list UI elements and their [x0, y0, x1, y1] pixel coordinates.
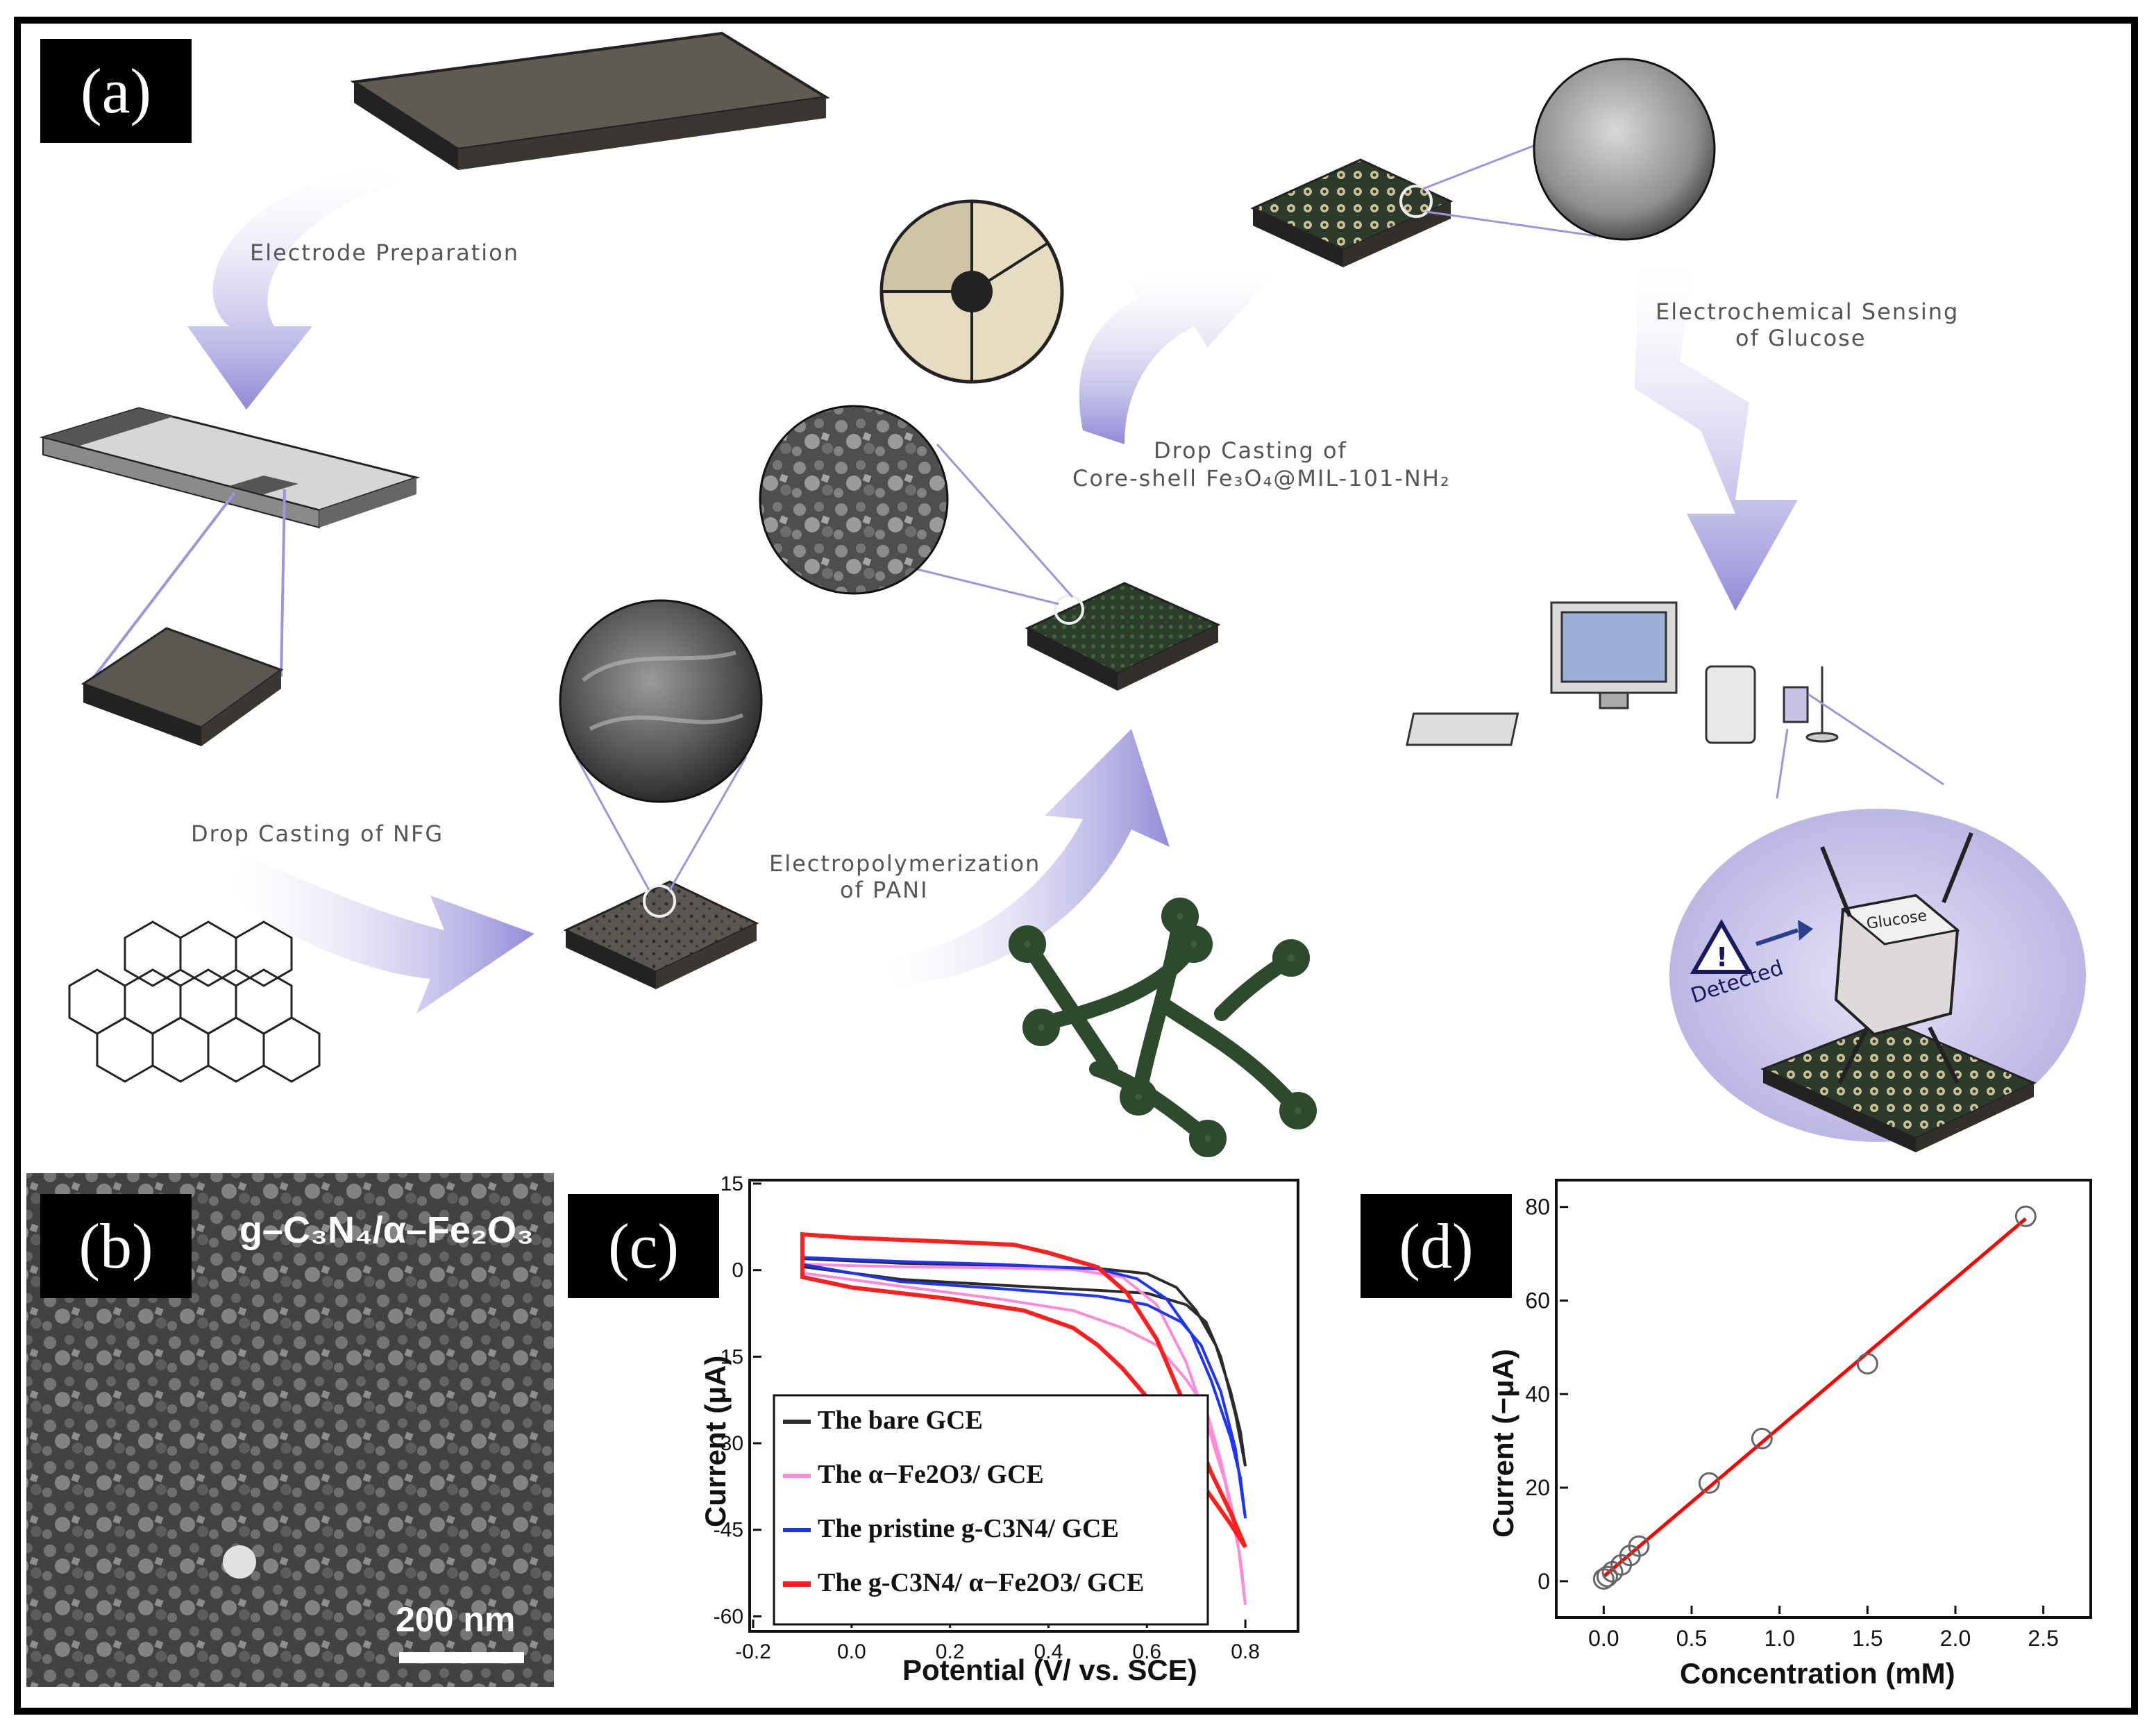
screen-printed-electrode — [39, 407, 421, 685]
label-drop-casting-of: Drop Casting of — [1154, 437, 1347, 464]
calibration-fit-line — [1602, 1217, 2027, 1578]
d-ytick-label: 60 — [1525, 1288, 1550, 1313]
legend-label-3: The pristine g-C3N4/ GCE — [818, 1514, 1119, 1543]
pani-electrode — [759, 405, 1221, 691]
c-xtick-label: 0.2 — [936, 1640, 965, 1663]
c-ytick-label: -15 — [714, 1345, 743, 1368]
electrode-zoom — [81, 627, 284, 746]
d-ytick-label: 40 — [1525, 1381, 1550, 1406]
calibration-point — [1628, 1535, 1650, 1557]
label-electropolymerization: Electropolymerization — [769, 850, 1041, 877]
label-core-shell: Core-shell Fe₃O₄@MIL-101-NH₂ — [1072, 465, 1451, 491]
sem-image-mof — [1533, 58, 1716, 241]
label-drop-casting-nfg: Drop Casting of NFG — [191, 821, 444, 847]
d-xtick-label: 2.5 — [2028, 1626, 2058, 1651]
panel-d-calibration-chart: 0.0 0.5 1.0 1.5 2.0 2.5 0 20 40 60 80 Concentrati… — [1487, 1179, 2092, 1690]
workstation-illustration — [1406, 601, 1944, 799]
c-xtick-label: 0.6 — [1132, 1640, 1161, 1663]
svg-text:!: ! — [1716, 942, 1728, 973]
c-xtick-label: 0.4 — [1034, 1640, 1063, 1663]
sem-material-label: g–C₃N₄/α–Fe₂O₃ — [239, 1209, 534, 1251]
mof-electrode — [1250, 58, 1716, 267]
panel-c-cv-chart: -0.2 0.0 0.2 0.4 0.6 0.8 15 0 -15 -30 -45 -60 The … — [699, 1172, 1299, 1686]
panel-c-ylabel: Current (μA) — [699, 1356, 732, 1527]
panel-d-xlabel: Concentration (mM) — [1680, 1657, 1955, 1690]
label-electrochemical-sensing: Electrochemical Sensing — [1656, 299, 1959, 325]
cv-curve-4 — [800, 1231, 1247, 1549]
calibration-point — [1856, 1352, 1878, 1374]
panel-d-ylabel: Current (−μA) — [1487, 1349, 1519, 1538]
label-of-pani: of PANI — [840, 877, 929, 903]
panel-c-legend — [773, 1394, 1209, 1626]
figure-frame — [14, 17, 2138, 1715]
d-ytick-label: 80 — [1525, 1195, 1550, 1220]
arrow-drop-casting-mof — [1079, 271, 1277, 444]
c-ytick-label: -60 — [714, 1605, 743, 1628]
nfg-electrode — [559, 599, 763, 989]
panel-label-b: (b) — [40, 1194, 192, 1298]
c-ytick-label: -30 — [714, 1432, 743, 1455]
arrow-electrochemical-sensing — [1635, 264, 1798, 611]
sem-scale-label: 200 nm — [396, 1600, 515, 1639]
cv-curve-1 — [800, 1257, 1247, 1467]
arrow-electropolymerization — [888, 729, 1170, 986]
c-xtick-label: 0.0 — [837, 1640, 866, 1663]
c-ytick-label: -45 — [714, 1519, 743, 1542]
pani-fiber-illustration — [1009, 898, 1317, 1157]
glucose-detection-bubble: Glucose ! Detected — [1669, 809, 2086, 1152]
panel-label-a: (a) — [40, 39, 192, 143]
label-of-glucose: of Glucose — [1735, 325, 1867, 351]
d-xtick-label: 1.0 — [1764, 1626, 1794, 1651]
panel-c-xlabel: Potential (V/ vs. SCE) — [902, 1654, 1197, 1686]
calibration-point — [2014, 1205, 2037, 1227]
label-electrode-preparation: Electrode Preparation — [250, 239, 519, 266]
legend-label-1: The bare GCE — [818, 1406, 983, 1435]
graphene-lattice-illustration — [68, 920, 321, 1083]
sem-scale-bar — [399, 1652, 524, 1663]
arrow-electrode-preparation — [187, 167, 403, 410]
d-xtick-label: 2.0 — [1940, 1626, 1971, 1651]
panel-label-c: (c) — [568, 1194, 719, 1298]
cv-curve-3 — [800, 1256, 1247, 1519]
cv-curve-2 — [800, 1263, 1247, 1606]
arrow-drop-casting-nfg — [229, 854, 534, 1014]
calibration-point — [1596, 1565, 1618, 1588]
legend-label-2: The α−Fe2O3/ GCE — [818, 1460, 1044, 1489]
c-ytick-label: 15 — [721, 1172, 743, 1195]
c-xtick-label: -0.2 — [735, 1640, 771, 1663]
c-ytick-label: 0 — [732, 1259, 743, 1282]
core-shell-particle-illustration — [879, 199, 1064, 384]
electrode-substrate — [350, 31, 830, 170]
sem-image-nfg — [559, 599, 763, 803]
panel-label-d: (d) — [1361, 1194, 1512, 1298]
panel-a-schematic: Glucose ! Detected Electrode Preparation… — [39, 31, 2086, 1157]
c-xtick-label: 0.8 — [1231, 1640, 1260, 1663]
d-xtick-label: 0.0 — [1588, 1626, 1619, 1651]
d-ytick-label: 0 — [1538, 1569, 1550, 1594]
d-xtick-label: 0.5 — [1676, 1626, 1707, 1651]
d-xtick-label: 1.5 — [1852, 1626, 1883, 1651]
calibration-point — [1698, 1472, 1720, 1494]
sem-image-pani — [759, 405, 949, 595]
d-ytick-label: 20 — [1525, 1475, 1550, 1500]
legend-label-4: The g-C3N4/ α−Fe2O3/ GCE — [818, 1568, 1144, 1597]
calibration-point — [1751, 1427, 1773, 1449]
